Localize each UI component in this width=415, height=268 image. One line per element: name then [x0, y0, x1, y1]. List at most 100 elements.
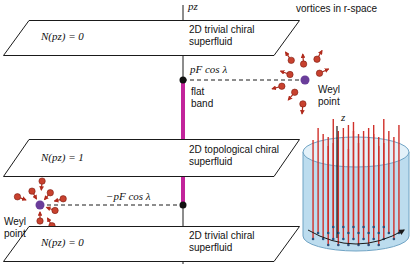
band-label: flat band: [191, 86, 221, 110]
axis-label: pz: [188, 0, 198, 12]
vortex-line: [353, 131, 354, 239]
vortex-core: [332, 226, 335, 229]
dashed-line: [40, 205, 183, 206]
vortex-line: [312, 140, 313, 239]
vortex-line: [348, 149, 349, 245]
vortex-line: [322, 134, 323, 239]
vortex-line: [363, 140, 364, 239]
spin-ball: [292, 89, 298, 95]
phase-name: 2D trivial chiral superfluid: [189, 230, 289, 254]
chern-number: N(pz) = 1: [41, 151, 84, 163]
chern-number: N(pz) = 0: [41, 236, 84, 248]
weyl-label: Weyl point: [4, 216, 36, 240]
phase-name: 2D trivial chiral superfluid: [189, 24, 289, 48]
spin-arrow: [319, 51, 323, 57]
rotation-arrow: [308, 230, 404, 244]
vortex-core: [327, 232, 330, 235]
vortex-line: [383, 143, 384, 239]
spin-ball: [300, 101, 306, 107]
vortex-lines: [312, 119, 400, 246]
vortex-core: [377, 232, 380, 235]
panel-title: vortices in r-space: [296, 3, 377, 15]
spin-ball: [314, 56, 320, 62]
plane-outline: [4, 227, 300, 262]
chern-number: N(pz) = 0: [41, 30, 84, 42]
spin-ball: [300, 61, 306, 67]
vortex-core: [393, 238, 396, 241]
vortex-line: [338, 140, 339, 245]
spin-arrow: [288, 95, 292, 100]
spin-ball: [52, 207, 58, 213]
spin-arrow: [302, 54, 304, 61]
vortex-core: [367, 244, 370, 247]
plane: N(pz) = 0 2D trivial chiral superfluid: [3, 226, 300, 262]
axis-label: z: [341, 111, 345, 123]
band-edge-label: −pF cos λ: [106, 190, 151, 202]
vortex-line: [333, 143, 334, 239]
spin-arrow: [48, 218, 51, 223]
vortex-core: [342, 238, 345, 241]
spin-ball: [60, 196, 66, 202]
vortex-core: [388, 232, 391, 235]
vortex-line: [368, 137, 369, 245]
vortex-core: [352, 226, 355, 229]
spin-arrow: [34, 194, 37, 199]
plane-outline: [4, 21, 300, 56]
spin-arrow: [285, 52, 289, 58]
spin-ball: [288, 57, 294, 63]
vortex-core: [312, 238, 315, 241]
spin-arrow: [322, 69, 328, 72]
vortex-core: [347, 232, 350, 235]
spin-arrow: [281, 71, 288, 73]
weyl-point: [301, 76, 310, 85]
vortex-core: [372, 226, 375, 229]
spin-arrow: [20, 198, 26, 200]
spin-arrow: [301, 107, 303, 114]
vortex-core: [337, 244, 340, 247]
vortex-core: [332, 238, 335, 241]
spin-arrow: [41, 184, 43, 190]
vortex-core: [372, 238, 375, 241]
spin-ball: [316, 70, 322, 76]
vortex-line: [393, 137, 394, 239]
vortex-cylinder: [303, 119, 409, 251]
spin-ball: [29, 188, 35, 194]
spin-ball: [39, 178, 45, 184]
weyl-point: [36, 201, 45, 210]
cylinder-top: [303, 137, 409, 167]
dashed-line: [183, 80, 305, 81]
plane-outline: [4, 140, 300, 177]
vortex-core: [367, 232, 370, 235]
spin-arrow: [39, 212, 40, 218]
spin-arrow: [272, 87, 279, 89]
spin-ball: [287, 71, 293, 77]
plane: N(pz) = 0 2D trivial chiral superfluid: [3, 20, 300, 56]
band-end-dot: [180, 77, 187, 84]
spin-ball: [279, 83, 285, 89]
vortex-line: [343, 137, 344, 239]
vortex-core: [357, 232, 360, 235]
vortex-line: [358, 143, 359, 245]
z-axis: [336, 126, 337, 238]
spin-arrow: [54, 200, 60, 202]
vortex-core: [362, 226, 365, 229]
vortex-line: [317, 128, 318, 233]
phase-name: 2D topological chiral superfluid: [189, 144, 289, 168]
spin-arrow: [47, 207, 53, 209]
plane: N(pz) = 1 2D topological chiral superflui…: [3, 139, 300, 177]
vortex-line: [373, 134, 374, 239]
spin-ball: [37, 218, 43, 224]
vortex-line: [398, 125, 399, 233]
vortex-line: [388, 131, 389, 233]
spin-ball: [14, 194, 20, 200]
vortex-core: [327, 244, 330, 247]
vortex-line: [378, 146, 379, 245]
vortex-core: [362, 238, 365, 241]
vortex-core: [352, 238, 355, 241]
vortex-core: [317, 232, 320, 235]
spin-arrow: [45, 195, 49, 200]
band-edge-label: pF cos λ: [190, 63, 227, 75]
